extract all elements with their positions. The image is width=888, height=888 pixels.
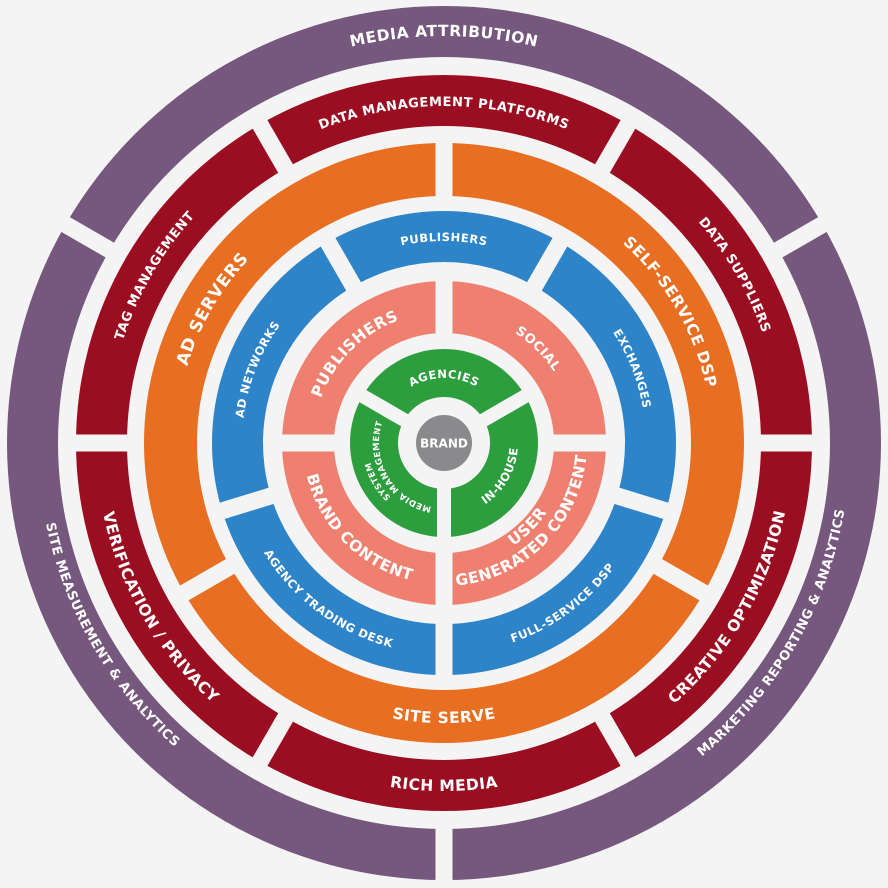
gap-divider <box>56 214 120 261</box>
gap-divider <box>592 708 639 772</box>
segment-serving-0 <box>144 143 444 593</box>
segment-buying-3 <box>222 495 444 675</box>
segment-content-3 <box>282 443 444 605</box>
gap-divider <box>213 486 280 521</box>
ring-serving-arcs <box>144 143 745 743</box>
segment-data-and-tools-2 <box>602 443 812 762</box>
ring-data-and-tools-arcs <box>76 75 812 811</box>
segment-content-0 <box>282 281 444 443</box>
segment-management-0 <box>362 349 526 420</box>
gap-divider <box>353 386 413 430</box>
segment-buying-4 <box>212 242 354 511</box>
segment-management-1 <box>444 396 538 537</box>
gap-divider <box>768 214 832 261</box>
segment-serving-1 <box>444 143 745 593</box>
segment-data-and-tools-3 <box>260 717 628 811</box>
gap-divider <box>174 556 240 604</box>
gap-divider <box>524 232 571 296</box>
ring-content-arcs <box>282 281 606 605</box>
gap-divider <box>648 556 714 604</box>
segment-data-and-tools-5 <box>76 124 286 444</box>
brand-label: BRAND <box>420 437 468 451</box>
ring-buying-arcs <box>212 210 676 675</box>
gap-divider <box>317 232 364 296</box>
segment-data-and-tools-1 <box>602 124 812 444</box>
gap-divider <box>592 114 639 178</box>
segment-serving-2 <box>184 566 704 743</box>
label-publishers-blue: PUBLISHERS <box>399 230 489 249</box>
segment-buying-2 <box>444 495 666 675</box>
brand-center-circle <box>416 415 472 471</box>
gap-divider <box>608 486 675 521</box>
segment-data-and-tools-0 <box>260 75 628 169</box>
gap-divider <box>475 386 535 430</box>
ring-management-arcs <box>349 349 538 537</box>
segment-data-and-tools-4 <box>76 443 286 762</box>
segment-measurement-2 <box>6 224 444 880</box>
segment-buying-1 <box>534 242 676 511</box>
gap-divider <box>249 708 296 772</box>
segment-content-1 <box>444 281 606 443</box>
segment-content-2 <box>444 443 606 605</box>
segment-management-2 <box>349 396 444 537</box>
segment-measurement-1 <box>444 224 881 880</box>
segment-measurement-0 <box>65 6 823 250</box>
segment-buying-0 <box>328 210 560 287</box>
gap-divider <box>249 114 296 178</box>
ring-measurement-arcs <box>6 6 881 880</box>
label-site-serve: SITE SERVE <box>391 704 497 727</box>
label-rich-media: RICH MEDIA <box>389 773 499 795</box>
